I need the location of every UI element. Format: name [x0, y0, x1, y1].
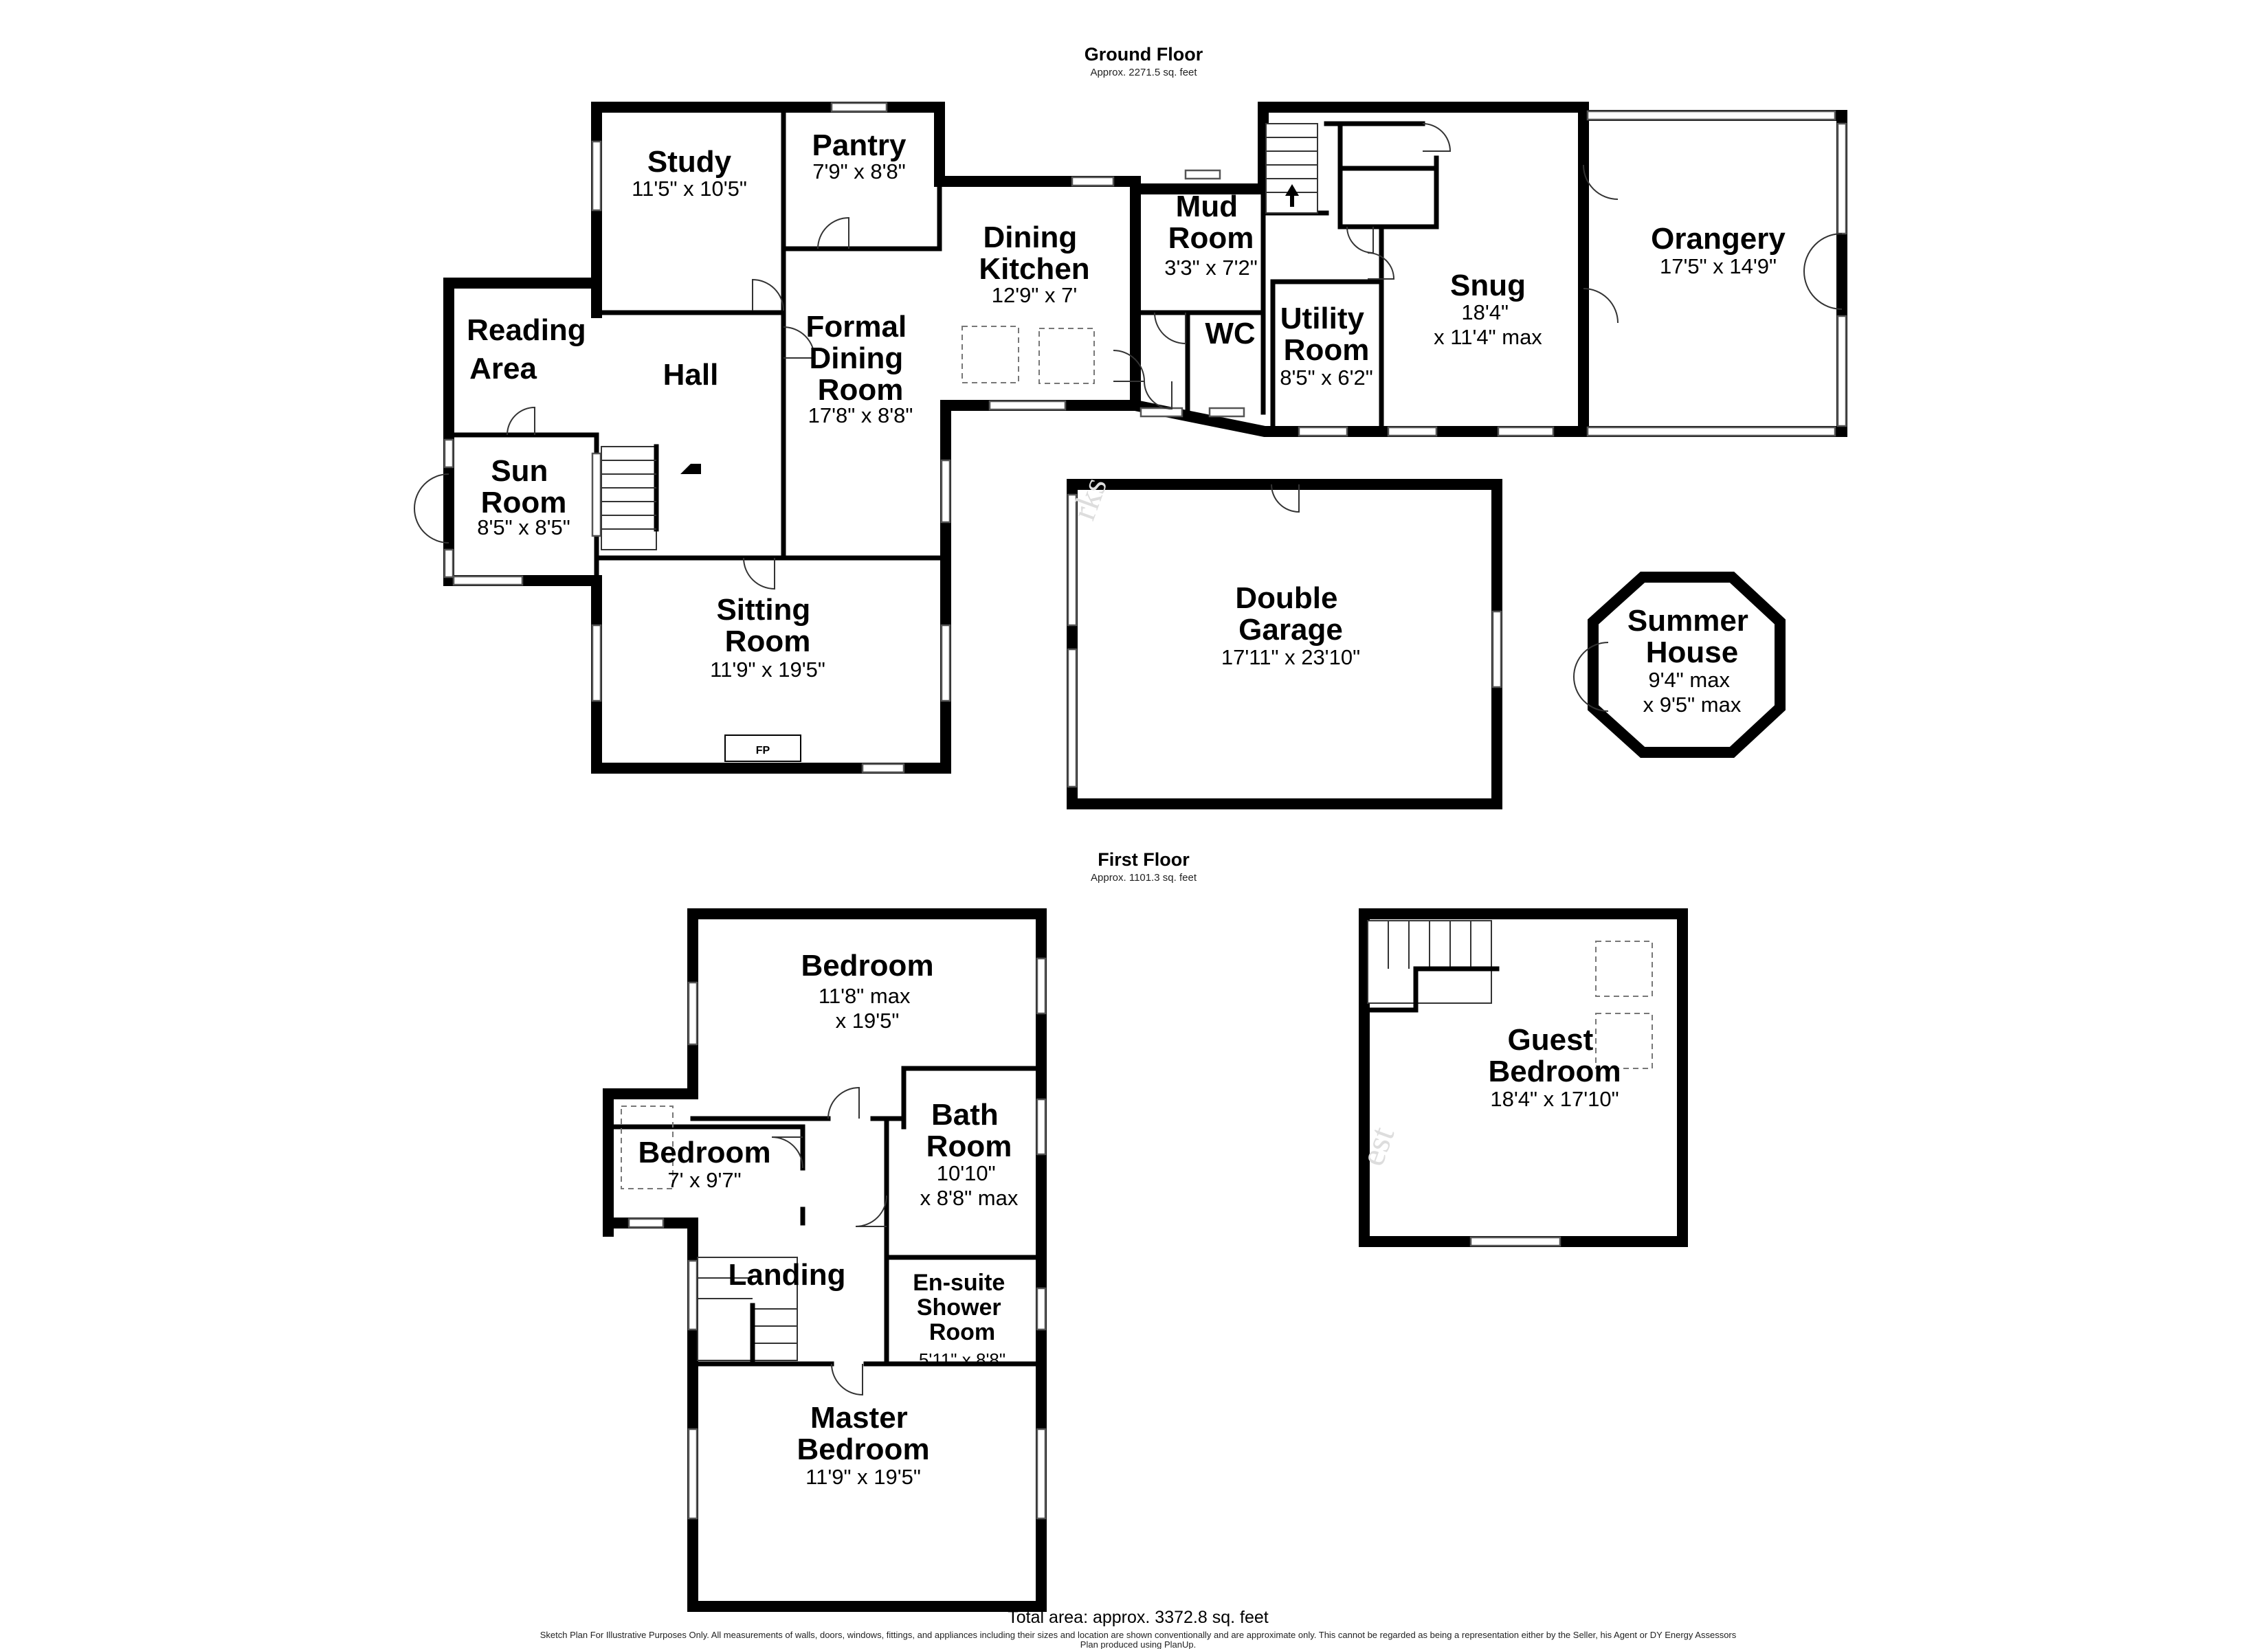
room-name-mud-room: Mud Room — [1168, 190, 1254, 255]
room-dims-summer-house: 9'4" max x 9'5" max — [1643, 668, 1742, 717]
room-dims-dining-kitchen: 12'9" x 7' — [992, 283, 1078, 307]
room-dims-utility-room: 8'5" x 6'2" — [1280, 366, 1373, 390]
room-dims-guest-bedroom: 18'4" x 17'10" — [1490, 1087, 1619, 1111]
fireplace-label: FP — [756, 745, 770, 756]
room-dims-master-bedroom: 11'9" x 19'5" — [805, 1465, 921, 1489]
room-name-sitting-room: Sitting Room — [716, 593, 819, 658]
ground-floor-area: Approx. 2271.5 sq. feet — [1090, 67, 1197, 78]
room-name-sun-room: Sun Room — [481, 454, 567, 519]
ground-floor-stairs — [601, 123, 1318, 550]
room-name-study: Study — [647, 145, 732, 179]
room-name-master-bedroom: Master Bedroom — [797, 1401, 929, 1466]
room-name-bath-room: Bath Room — [926, 1098, 1012, 1163]
room-dims-orangery: 17'5" x 14'9" — [1660, 254, 1777, 278]
room-name-double-garage: Double Garage — [1235, 581, 1346, 647]
first-floor-stairs — [697, 920, 1500, 1363]
fireplace — [724, 734, 801, 762]
plan-credit: Plan produced using PlanUp. — [1080, 1639, 1196, 1649]
first-floor-area: Approx. 1101.3 sq. feet — [1091, 872, 1197, 884]
room-name-wc: WC — [1205, 317, 1255, 350]
summer-house-walls — [1588, 572, 1786, 758]
room-dims-study: 11'5" x 10'5" — [632, 177, 747, 201]
guest-bedroom-walls — [1359, 908, 1688, 1247]
room-dims-mud-room: 3'3" x 7'2" — [1164, 256, 1258, 280]
room-dims-en-suite: 5'11" x 8'8" — [919, 1349, 1005, 1370]
room-name-formal-dining-room: Formal Dining Room — [806, 310, 915, 407]
room-dims-bath-room: 10'10" x 8'8" max — [920, 1161, 1019, 1210]
room-name-summer-house: Summer House — [1627, 604, 1757, 669]
room-name-landing: Landing — [728, 1258, 845, 1292]
ground-floor-doors — [414, 123, 1843, 712]
room-name-hall: Hall — [663, 358, 719, 392]
room-name-utility-room: Utility Room — [1280, 302, 1372, 367]
room-name-orangery: Orangery — [1651, 222, 1786, 256]
room-dims-sitting-room: 11'9" x 19'5" — [710, 658, 825, 682]
room-dims-bedroom-2: 7' x 9'7" — [667, 1168, 741, 1192]
room-name-snug: Snug — [1450, 269, 1526, 302]
ground-floor-walls — [443, 102, 1589, 774]
ground-floor-windows — [443, 102, 1847, 788]
room-dims-formal-dining-room: 17'8" x 8'8" — [808, 403, 913, 427]
disclaimer: Sketch Plan For Illustrative Purposes On… — [540, 1630, 1737, 1640]
room-name-pantry: Pantry — [812, 128, 907, 162]
first-floor-windows — [627, 957, 1561, 1520]
room-name-reading-area: Reading Area — [467, 313, 594, 385]
first-floor-doors — [771, 1086, 887, 1396]
room-dims-pantry: 7'9" x 8'8" — [812, 159, 906, 183]
room-name-guest-bedroom: Guest Bedroom — [1488, 1023, 1621, 1088]
first-floor-title: First Floor — [1098, 849, 1190, 870]
room-dims-double-garage: 17'11" x 23'10" — [1221, 645, 1360, 669]
room-dims-bedroom-1: 11'8" max x 19'5" — [819, 984, 916, 1033]
room-name-bedroom-1: Bedroom — [801, 949, 933, 983]
stair-arrow-up-icon — [1285, 184, 1299, 196]
ground-floor-title: Ground Floor — [1085, 44, 1203, 65]
room-dims-snug: 18'4" x 11'4" max — [1434, 300, 1542, 349]
ground-floor-labels: Study 11'5" x 10'5" Pantry 7'9" x 8'8" D… — [467, 128, 1786, 717]
room-name-en-suite: En-suite Shower Room — [913, 1270, 1012, 1345]
total-area: Total area: approx. 3372.8 sq. feet — [1008, 1608, 1268, 1627]
room-dims-sun-room: 8'5" x 8'5" — [477, 515, 570, 539]
first-floor-labels: Bedroom 11'8" max x 19'5" Bath Room 10'1… — [638, 949, 1621, 1489]
room-name-dining-kitchen: Dining Kitchen — [979, 221, 1089, 286]
room-name-bedroom-2: Bedroom — [638, 1136, 770, 1169]
